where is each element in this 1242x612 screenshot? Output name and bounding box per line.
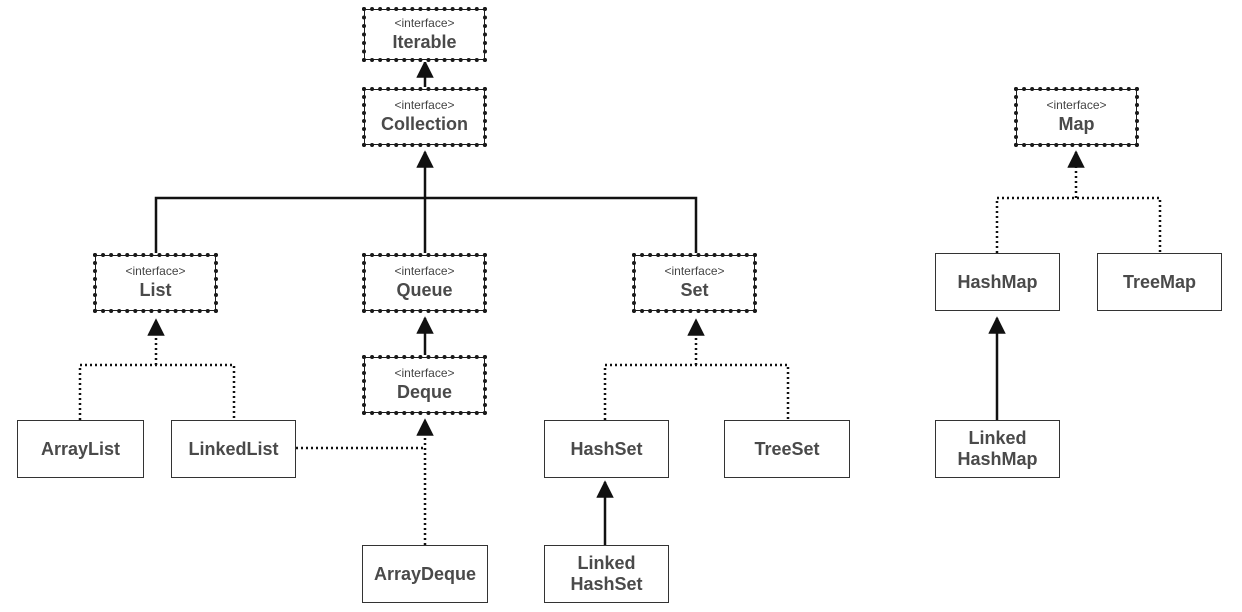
node-name: Linked HashMap: [957, 428, 1038, 469]
node-hashmap: HashMap: [935, 253, 1060, 311]
stereotype-label: <interface>: [394, 15, 455, 30]
node-name: TreeMap: [1122, 271, 1197, 292]
node-deque: <interface> Deque: [362, 355, 487, 415]
node-map: <interface> Map: [1014, 87, 1139, 147]
stereotype-label: <interface>: [1046, 98, 1107, 113]
node-name: List: [139, 280, 172, 301]
node-queue: <interface> Queue: [362, 253, 487, 313]
stereotype-label: <interface>: [394, 98, 455, 113]
node-name: Collection: [380, 114, 468, 135]
node-name: Map: [1058, 114, 1095, 135]
node-list: <interface> List: [93, 253, 218, 313]
node-name: HashSet: [570, 438, 643, 459]
node-name: Linked HashSet: [570, 553, 643, 594]
node-iterable: <interface> Iterable: [362, 7, 487, 62]
node-name: Deque: [396, 382, 452, 403]
node-treeset: TreeSet: [724, 420, 850, 478]
node-name: Set: [680, 280, 709, 301]
stereotype-label: <interface>: [125, 264, 186, 279]
node-arraydeque: ArrayDeque: [362, 545, 488, 603]
node-collection: <interface> Collection: [362, 87, 487, 147]
node-hashset: HashSet: [544, 420, 669, 478]
node-arraylist: ArrayList: [17, 420, 144, 478]
stereotype-label: <interface>: [394, 264, 455, 279]
edge-set-impl-bus: [603, 363, 790, 420]
node-linkedhashset: Linked HashSet: [544, 545, 669, 603]
node-name: HashMap: [957, 271, 1038, 292]
node-linkedhashmap: Linked HashMap: [935, 420, 1060, 478]
stereotype-label: <interface>: [664, 264, 725, 279]
stereotype-label: <interface>: [394, 366, 455, 381]
node-name: Queue: [396, 280, 453, 301]
node-name: LinkedList: [188, 438, 279, 459]
node-linkedlist: LinkedList: [171, 420, 296, 478]
node-treemap: TreeMap: [1097, 253, 1222, 311]
node-name: ArrayDeque: [373, 563, 477, 584]
edge-map-impl-bus: [995, 196, 1162, 253]
node-name: TreeSet: [754, 438, 820, 459]
edge-list-impl-bus: [78, 363, 236, 420]
node-name: Iterable: [392, 31, 457, 52]
node-set: <interface> Set: [632, 253, 757, 313]
node-name: ArrayList: [40, 438, 121, 459]
